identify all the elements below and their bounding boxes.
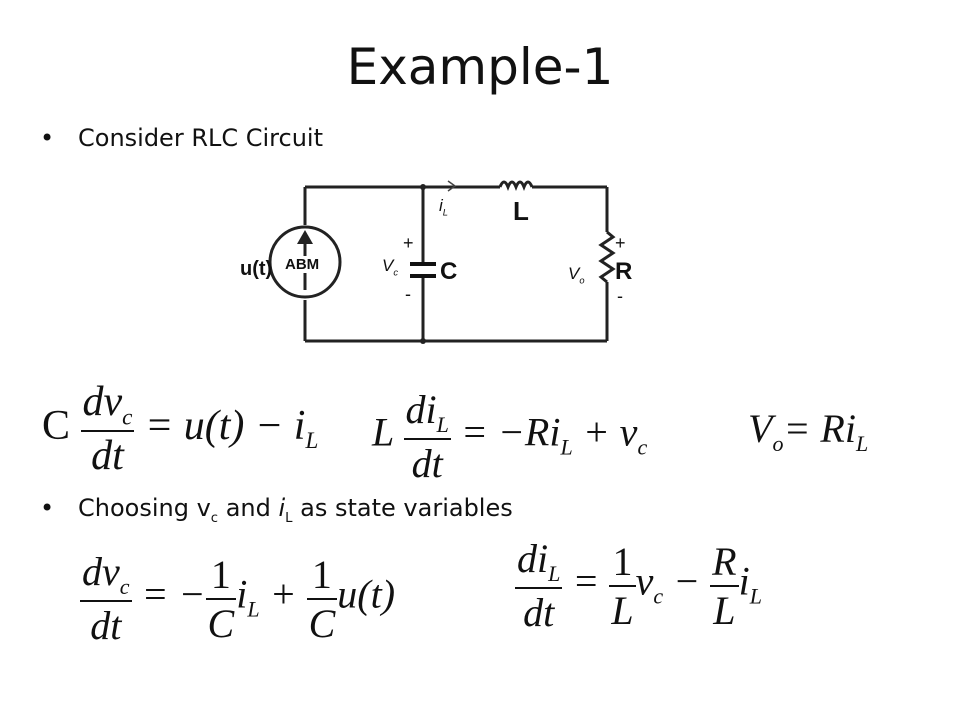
current-label: iL: [439, 196, 448, 218]
vo-minus: -: [617, 286, 623, 306]
capacitor-label: C: [440, 258, 458, 285]
vo-label: Vo: [568, 264, 585, 286]
bullet-text: Consider RLC Circuit: [78, 124, 324, 152]
bullet-state-variables: •Choosing vc and iL as state variables: [40, 494, 513, 526]
source-type-label: ABM: [284, 256, 321, 273]
resistor-label: R: [615, 258, 633, 285]
bullet-dot: •: [40, 124, 55, 152]
source-label: u(t): [240, 258, 273, 280]
equation-output: Vo= RiL: [748, 406, 869, 456]
vc-label: Vc: [382, 256, 399, 278]
inductor-label: L: [513, 196, 529, 226]
slide-title: Example-1: [346, 38, 614, 96]
vo-plus: +: [615, 233, 626, 253]
vc-minus: -: [405, 284, 411, 304]
bullet-consider: • Consider RLC Circuit: [40, 124, 323, 152]
bullet-dot: •: [40, 494, 55, 522]
vc-plus: +: [403, 233, 414, 253]
